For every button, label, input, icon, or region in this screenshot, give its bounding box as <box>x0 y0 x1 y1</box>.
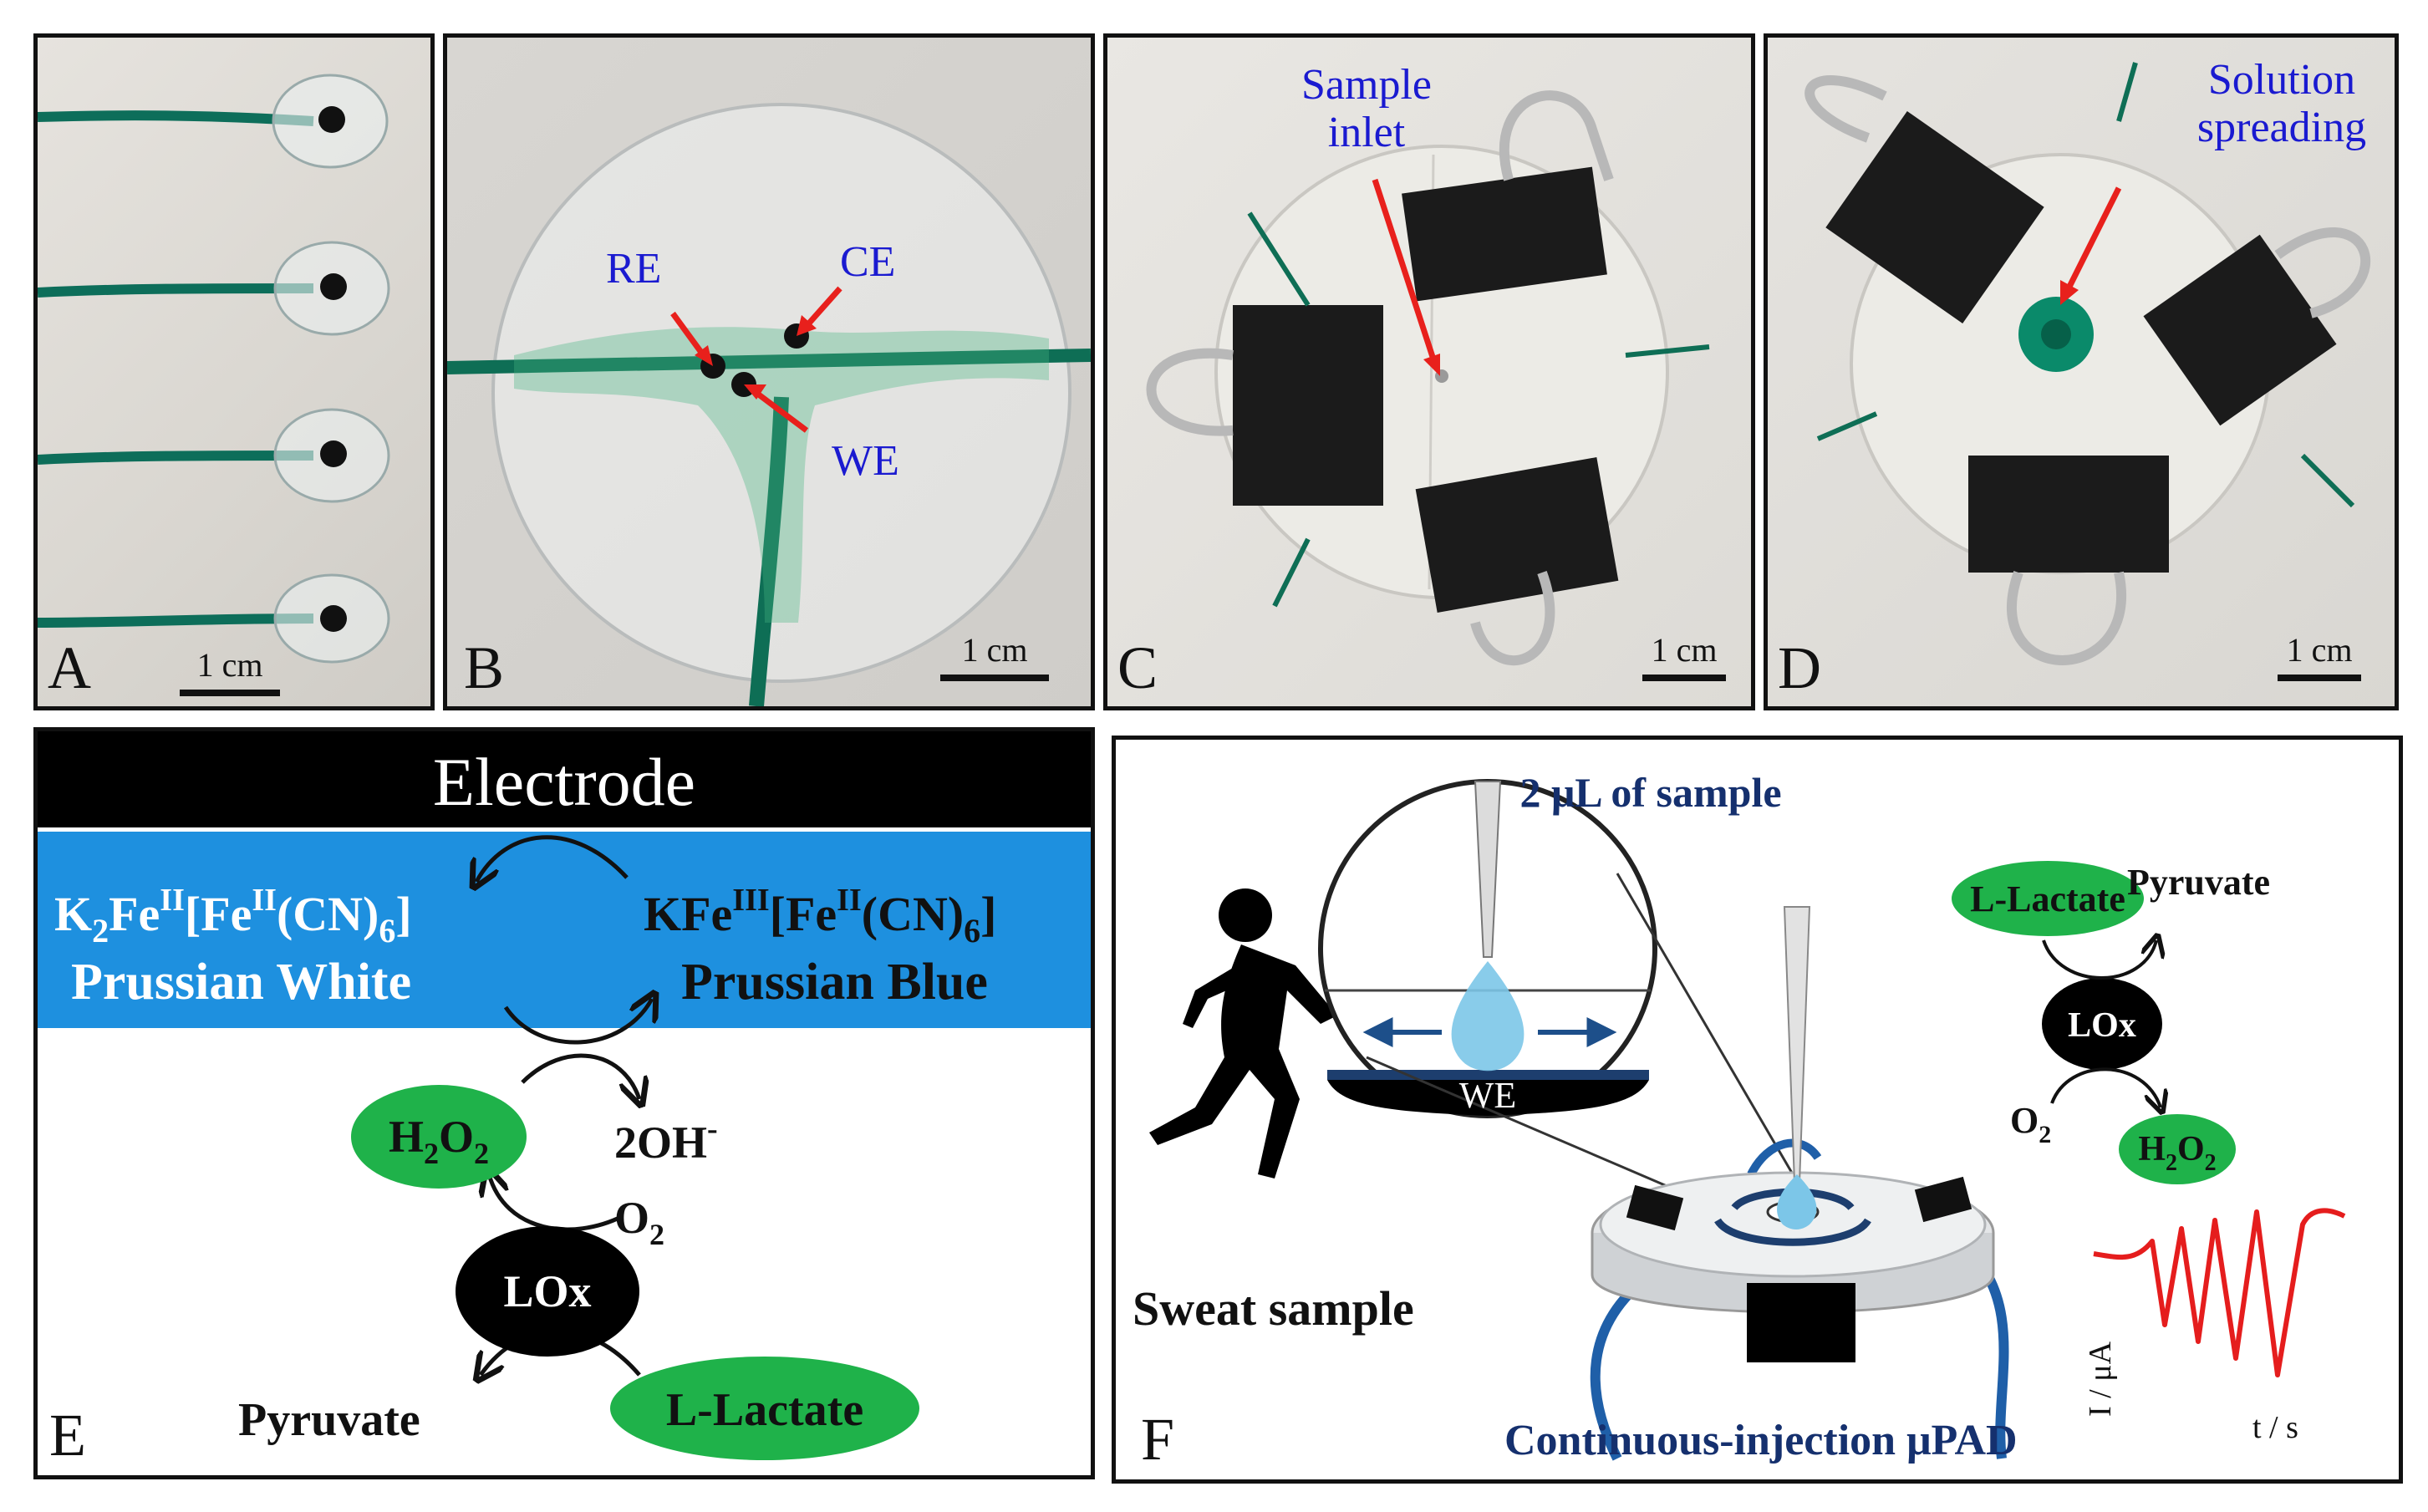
f-arrow-o2-h2o2 <box>2050 1067 2161 1107</box>
f-h2o2-text: H2O2 <box>2138 1130 2216 1176</box>
cell-photo <box>447 103 1091 706</box>
h2o2-ellipse <box>351 1085 527 1189</box>
f-lactate-text: L-Lactate <box>1970 878 2125 919</box>
we-layer-black <box>1327 1080 1649 1116</box>
scale-label-b: 1 cm <box>961 631 1028 669</box>
pipette-tip-magnified <box>1474 781 1502 958</box>
panel-e: Electrode K2FeII[FeII(CN)6] Prussian Whi… <box>33 727 1095 1479</box>
scale-bar-a: 1 cm <box>180 645 280 696</box>
oh-text: 2OH- <box>614 1112 718 1168</box>
clamp-front <box>1747 1283 1855 1362</box>
panel-f: 2 μL of sample WE Sweat sample Continuou… <box>1112 736 2403 1484</box>
current-trace <box>2093 1208 2346 1377</box>
we-layer-navy <box>1327 1070 1649 1080</box>
scale-bar-c: 1 cm <box>1642 630 1726 681</box>
f-h2o2-ellipse <box>2119 1114 2236 1184</box>
clamp-right <box>1914 1176 1972 1223</box>
arrow-h2o2-to-oh <box>521 1053 639 1099</box>
solution-spreading-label: Solution spreading <box>2169 56 2395 151</box>
electrode-2 <box>38 241 390 336</box>
arrow-pb-to-pw <box>476 835 629 882</box>
pw-name: Prussian White <box>71 954 411 1011</box>
solution-spreading-line2: spreading <box>2196 104 2367 152</box>
panel-label-a: A <box>48 634 91 701</box>
wire-top <box>1747 1138 1822 1177</box>
panel-label-d: D <box>1778 634 1821 701</box>
pb-name: Prussian Blue <box>681 954 988 1011</box>
f-o2-text: O2 <box>2010 1100 2051 1148</box>
panel-d: Solution spreading D 1 cm <box>1764 33 2399 710</box>
pw-formula: K2FeII[FeII(CN)6] <box>54 883 412 949</box>
f-lox-text: LOx <box>2068 1006 2136 1045</box>
o2-text: O2 <box>614 1193 664 1251</box>
lactate-scheme: K2FeII[FeII(CN)6] Prussian White KFeIII[… <box>54 835 996 1460</box>
scale-bar-b: 1 cm <box>940 630 1049 681</box>
sample-inlet-line1: Sample <box>1301 61 1432 109</box>
ce-label: CE <box>840 238 896 286</box>
panel-b: RE CE WE B 1 cm <box>443 33 1095 710</box>
sweat-sample: Sweat sample <box>1133 1281 1414 1336</box>
we-label: WE <box>832 437 899 485</box>
panel-label-c: C <box>1117 634 1158 701</box>
runner-icon <box>1149 888 1337 1179</box>
arrow-lox-to-h2o2 <box>489 1174 624 1232</box>
sample-inlet-label: Sample inlet <box>1266 61 1467 156</box>
x-axis-label: t / s <box>2252 1410 2298 1445</box>
scale-label-a: 1 cm <box>196 646 263 684</box>
panel-label-e: E <box>49 1402 86 1469</box>
sample-inlet-line2: inlet <box>1327 109 1406 157</box>
device-label: Continuous-injection μPAD <box>1504 1417 2018 1464</box>
device-droplet <box>1777 1174 1817 1229</box>
clamp-left <box>1626 1184 1684 1231</box>
prussian-band <box>38 832 1091 1028</box>
panel-label-f: F <box>1141 1406 1175 1473</box>
y-axis-label: I / μA <box>2083 1341 2118 1417</box>
f-we-label: WE <box>1459 1075 1516 1116</box>
h2o2-text: H2O2 <box>389 1112 489 1170</box>
electrode-array-photo <box>38 74 390 664</box>
scale-line-c <box>1642 675 1726 681</box>
f-lox-ellipse <box>2042 978 2162 1070</box>
f-title: 2 μL of sample <box>1519 769 1781 816</box>
scale-bar-d: 1 cm <box>2278 630 2361 681</box>
electrode-3 <box>38 408 390 503</box>
electrode-title: Electrode <box>432 744 696 820</box>
panel-label-b: B <box>464 634 505 701</box>
spreading-device-photo <box>1804 62 2371 665</box>
f-arrow-lactate-pyruvate <box>2042 940 2156 980</box>
f-lactate-ellipse <box>1952 861 2144 936</box>
lox-text: LOx <box>503 1266 591 1316</box>
scale-line-d <box>2278 675 2361 681</box>
electrode-header <box>38 731 1091 827</box>
f-pyruvate-text: Pyruvate <box>2127 862 2270 903</box>
solution-spreading-line1: Solution <box>2207 56 2356 104</box>
panel-a: A 1 cm <box>33 33 435 710</box>
lox-ellipse <box>456 1226 639 1357</box>
re-label: RE <box>606 245 662 293</box>
device-schematic: 2 μL of sample WE Sweat sample Continuou… <box>1133 769 2346 1464</box>
scale-line-b <box>940 675 1049 681</box>
clamped-device-photo <box>1146 90 1710 666</box>
lactate-ellipse <box>610 1357 919 1460</box>
panel-c: Sample inlet C 1 cm <box>1103 33 1755 710</box>
pb-formula: KFeIII[FeII(CN)6] <box>644 883 996 949</box>
electrode-arc <box>1714 1218 1871 1246</box>
droplet <box>1451 961 1524 1072</box>
lactate-text: L-Lactate <box>666 1384 863 1436</box>
scale-label-d: 1 cm <box>2286 631 2353 669</box>
scale-label-c: 1 cm <box>1651 631 1718 669</box>
electrode-4 <box>38 573 390 664</box>
pyruvate-text: Pyruvate <box>238 1394 420 1446</box>
scale-line-a <box>180 690 280 696</box>
arrow-pw-to-pb <box>503 999 652 1045</box>
electrode-1 <box>38 74 389 169</box>
